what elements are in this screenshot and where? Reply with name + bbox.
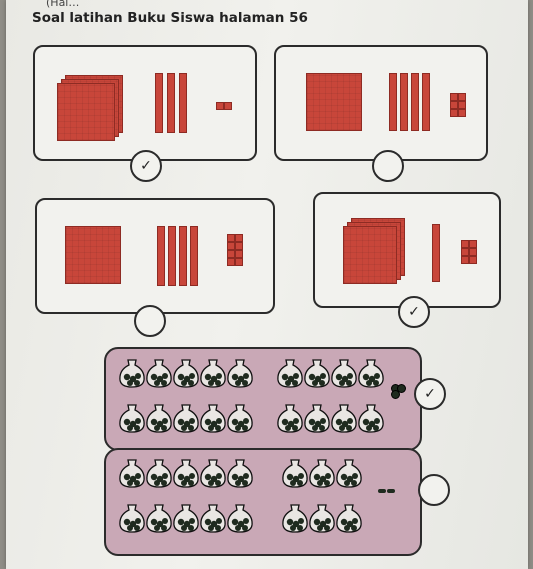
ten-rod <box>190 226 198 286</box>
ball-bag-icon <box>145 458 173 488</box>
ball-bag-icon <box>172 503 200 533</box>
ball-bag-icon <box>308 458 336 488</box>
loose-ball-icon <box>378 489 386 493</box>
ball-bag-icon <box>172 458 200 488</box>
one-cube <box>458 109 466 117</box>
ball-bag-icon <box>172 403 200 433</box>
ball-bag-icon <box>330 358 358 388</box>
ball-bag-icon <box>118 503 146 533</box>
ball-bag-icon <box>118 458 146 488</box>
ball-bag-icon <box>145 503 173 533</box>
ten-rod <box>411 73 419 131</box>
one-cube <box>458 93 466 101</box>
hundred-block <box>65 226 121 284</box>
ball-bag-icon <box>226 358 254 388</box>
one-cube <box>235 258 243 266</box>
one-cube <box>450 109 458 117</box>
one-cube <box>227 250 235 258</box>
check-mark-icon: ✓ <box>140 158 152 174</box>
ball-bag-icon <box>118 403 146 433</box>
one-cube <box>227 242 235 250</box>
hundred-block <box>57 83 115 141</box>
exercise-card-1 <box>33 45 257 161</box>
ball-bag-icon <box>303 403 331 433</box>
ball-bag-icon <box>303 358 331 388</box>
ball-bag-icon <box>281 458 309 488</box>
ball-bag-icon <box>199 358 227 388</box>
cut-off-text: (Hal… <box>46 0 79 9</box>
ball-bag-icon <box>276 403 304 433</box>
ball-bag-icon <box>145 403 173 433</box>
ten-rod <box>157 226 165 286</box>
ten-rod <box>155 73 163 133</box>
ball-bag-icon <box>276 358 304 388</box>
one-cube <box>469 248 477 256</box>
one-cube <box>450 93 458 101</box>
check-mark-icon: ✓ <box>424 386 436 402</box>
one-cube <box>469 256 477 264</box>
answer-circle-2[interactable] <box>372 150 404 182</box>
ball-bag-icon <box>357 358 385 388</box>
exercise-card-4 <box>313 192 501 308</box>
one-cube <box>235 250 243 258</box>
ball-bag-icon <box>226 403 254 433</box>
one-cube <box>235 242 243 250</box>
ten-rod <box>167 73 175 133</box>
ball-bag-icon <box>281 503 309 533</box>
hundred-block <box>343 226 397 284</box>
hundred-block <box>306 73 362 131</box>
one-cube <box>461 240 469 248</box>
exercise-card-2 <box>274 45 488 161</box>
ball-bag-icon <box>199 403 227 433</box>
answer-circle-3[interactable] <box>134 305 166 337</box>
ball-bag-icon <box>335 458 363 488</box>
ten-rod <box>400 73 408 131</box>
ten-rod <box>168 226 176 286</box>
check-mark-icon: ✓ <box>408 304 420 320</box>
one-cube <box>235 234 243 242</box>
loose-ball-icon <box>387 489 395 493</box>
one-cube <box>216 102 224 110</box>
one-cube <box>450 101 458 109</box>
answer-circle-6[interactable] <box>418 474 450 506</box>
ball-bag-icon <box>330 403 358 433</box>
ball-bag-icon <box>226 458 254 488</box>
one-cube <box>469 240 477 248</box>
answer-circle-5[interactable]: ✓ <box>414 378 446 410</box>
one-cube <box>461 256 469 264</box>
ball-bag-icon <box>226 503 254 533</box>
ten-rod <box>179 226 187 286</box>
ball-bag-icon <box>199 503 227 533</box>
ten-rod <box>432 224 440 282</box>
one-cube <box>227 234 235 242</box>
answer-circle-1[interactable]: ✓ <box>130 150 162 182</box>
ball-bag-icon <box>145 358 173 388</box>
loose-ball-icon <box>391 390 400 399</box>
one-cube <box>224 102 232 110</box>
ten-rod <box>179 73 187 133</box>
ball-bag-icon <box>335 503 363 533</box>
ten-rod <box>389 73 397 131</box>
ball-bag-icon <box>308 503 336 533</box>
exercise-card-3 <box>35 198 275 314</box>
ball-bag-icon <box>357 403 385 433</box>
ball-bag-icon <box>172 358 200 388</box>
page-title: Soal latihan Buku Siswa halaman 56 <box>32 10 308 26</box>
ten-rod <box>422 73 430 131</box>
one-cube <box>227 258 235 266</box>
one-cube <box>461 248 469 256</box>
worksheet-page: (Hal… Soal latihan Buku Siswa halaman 56… <box>6 0 528 569</box>
ball-bag-icon <box>199 458 227 488</box>
one-cube <box>458 101 466 109</box>
answer-circle-4[interactable]: ✓ <box>398 296 430 328</box>
ball-bag-icon <box>118 358 146 388</box>
